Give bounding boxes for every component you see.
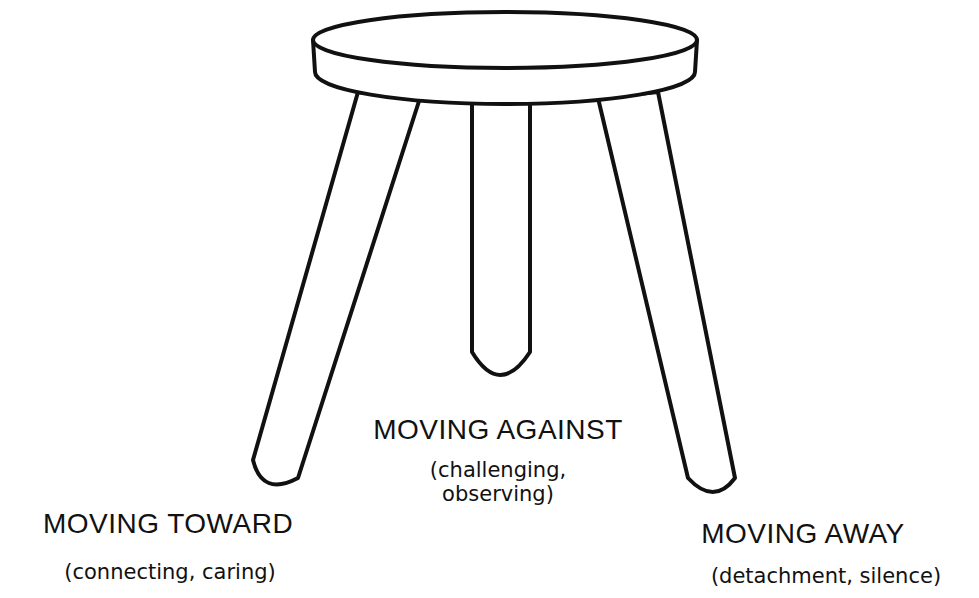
group-heading: MOVING TOWARD [43, 508, 293, 540]
group-note: (connecting, caring) [64, 560, 275, 584]
group-heading: MOVING AGAINST [373, 414, 623, 446]
group-note: (detachment, silence) [711, 564, 941, 588]
group-note: (challenging, observing) [398, 458, 598, 506]
stool-seat-top [313, 12, 697, 68]
group-heading: MOVING AWAY [701, 518, 905, 550]
stool-leg [472, 100, 530, 375]
